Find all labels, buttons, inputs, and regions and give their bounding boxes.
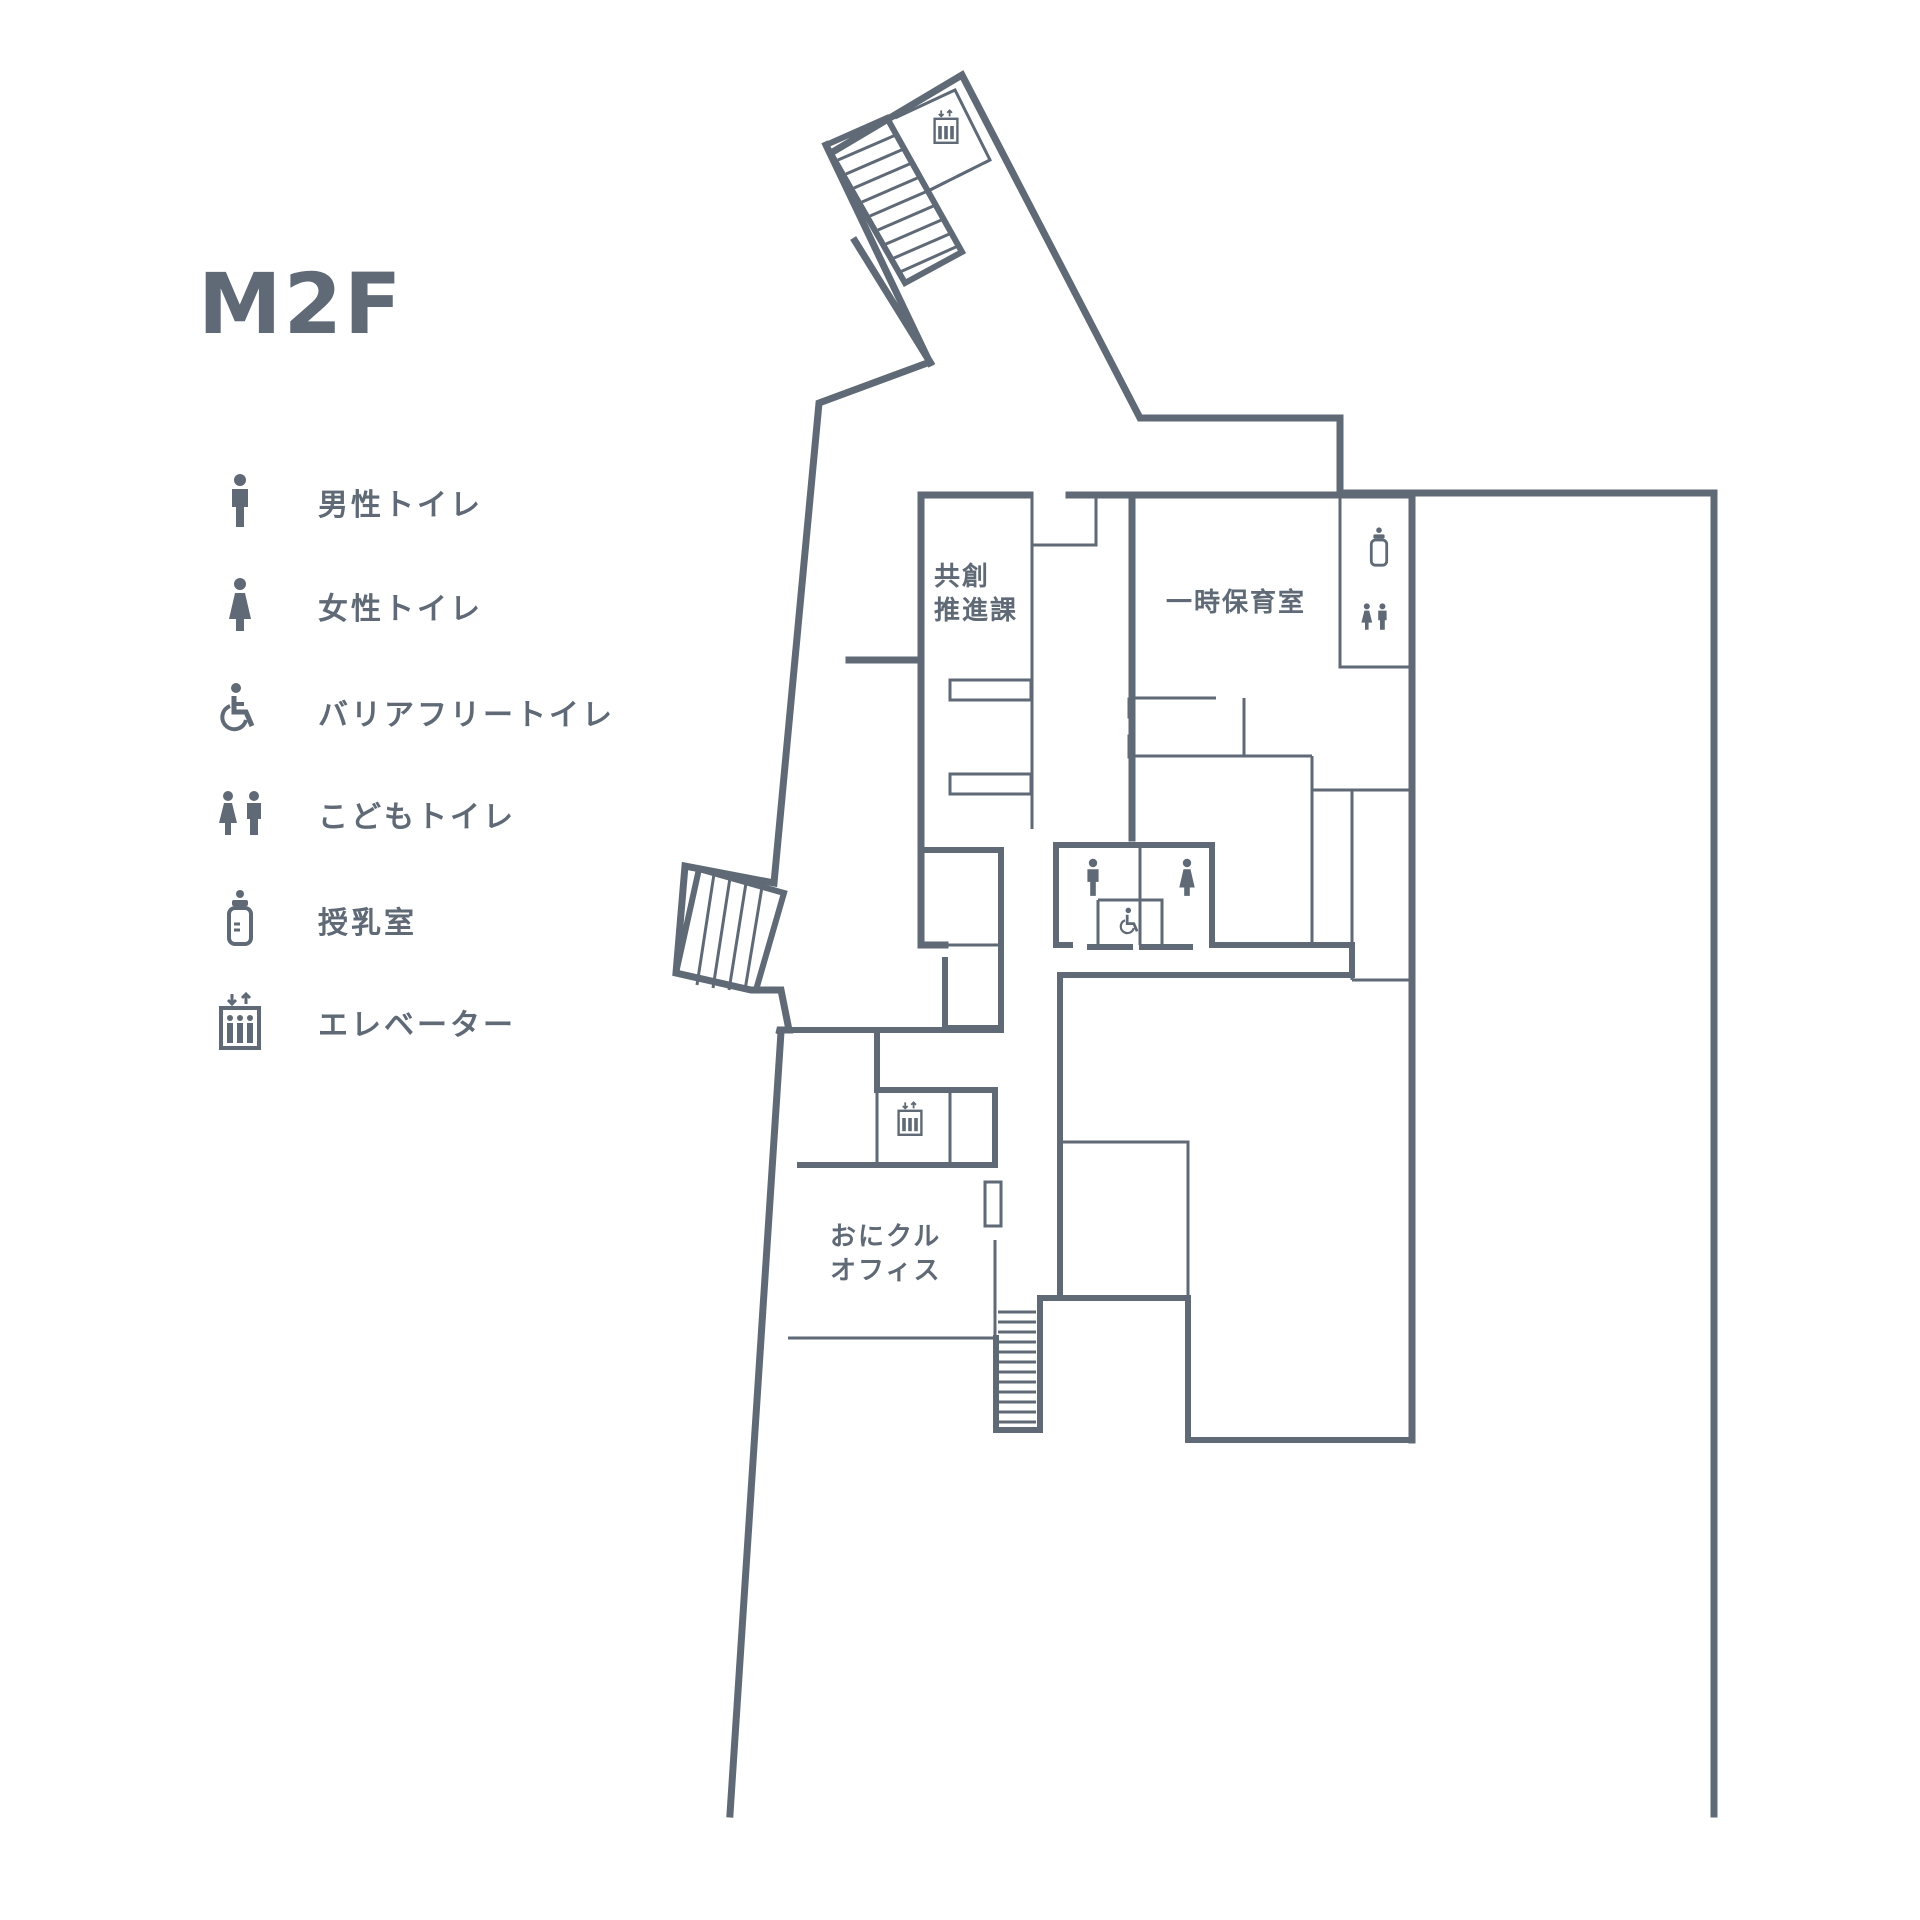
- room-label-kyoso-line1: 共創: [934, 562, 991, 592]
- legend-label: こどもトイレ: [318, 800, 516, 835]
- legend-label: 男性トイレ: [318, 488, 483, 523]
- elevator-icon: [219, 991, 261, 1050]
- room-label-childcare: 一時保育室: [1166, 588, 1307, 618]
- barrier-free-toilet-icon: [1119, 907, 1139, 935]
- legend-label: 授乳室: [318, 906, 417, 941]
- female-toilet-icon: [1179, 858, 1195, 896]
- male-toilet-icon: [232, 474, 248, 527]
- elevator-icon: [897, 1101, 923, 1137]
- legend-item-male-toilet: 男性トイレ: [210, 470, 690, 530]
- room-label-kyoso-line2: 推進課: [934, 596, 1019, 626]
- room-label-onikuru-line2: オフィス: [830, 1256, 942, 1286]
- outer-walls: [672, 70, 1718, 1818]
- interior-walls: [778, 491, 1416, 1444]
- bridge-wall-left: [821, 140, 935, 368]
- room-label-kyoso: 共創 推進課: [934, 560, 1018, 628]
- stairs-left: [672, 865, 788, 994]
- elevator-top: [894, 88, 993, 192]
- female-toilet-icon: [229, 578, 251, 631]
- stairs-lower: [998, 1310, 1036, 1424]
- room-label-onikuru-line1: おにクル: [830, 1222, 942, 1252]
- outer-wall-right: [1336, 489, 1718, 1818]
- barrier-free-toilet-icon: [220, 683, 255, 732]
- stairs-top: [821, 114, 967, 288]
- legend-item-elevator: エレベーター: [210, 990, 690, 1050]
- nursing-room-icon: [227, 890, 253, 946]
- male-toilet-icon: [1087, 858, 1099, 896]
- legend-label: バリアフリートイレ: [318, 698, 615, 733]
- elevator-icon: [933, 109, 959, 145]
- legend-label: 女性トイレ: [318, 592, 483, 627]
- floor-title: M2F: [198, 255, 404, 353]
- kids-toilet-icon: [1361, 603, 1387, 630]
- room-label-onikuru-office: おにクル オフィス: [830, 1220, 941, 1288]
- legend-item-kids-toilet: こどもトイレ: [210, 782, 690, 842]
- legend-label: エレベーター: [318, 1008, 516, 1043]
- legend-item-female-toilet: 女性トイレ: [210, 574, 690, 634]
- nursing-room-icon: [1369, 527, 1389, 567]
- legend-item-nursing-room: 授乳室: [210, 888, 690, 948]
- legend-item-barrier-free-toilet: バリアフリートイレ: [210, 680, 690, 740]
- kids-toilet-icon: [219, 791, 261, 835]
